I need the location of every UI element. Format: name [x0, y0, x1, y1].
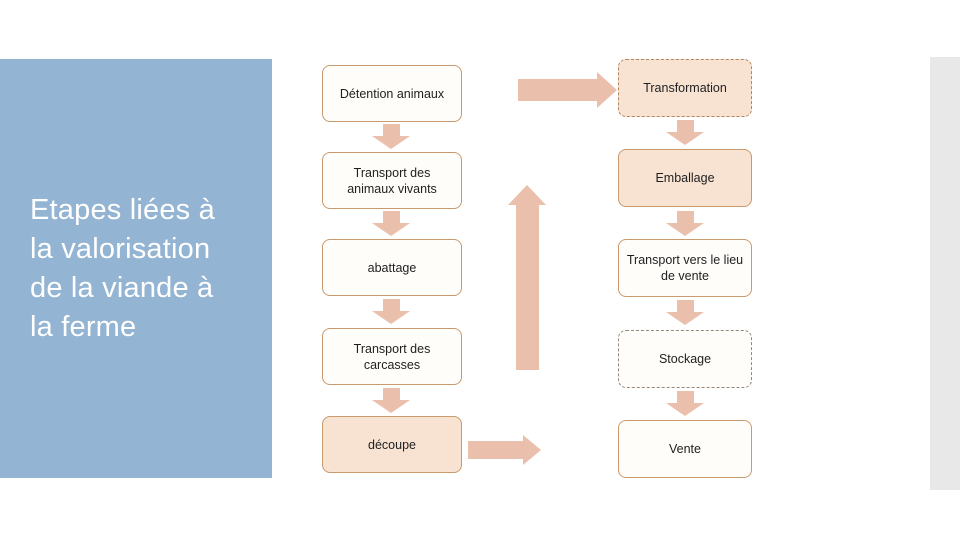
page-title-line: la valorisation: [30, 232, 211, 265]
flow-box-label: Transformation: [643, 81, 727, 95]
down-arrow-icon: [372, 124, 410, 149]
page-title-line: de la viande à: [30, 271, 214, 304]
down-arrow-icon: [666, 120, 704, 145]
flow-box-transformation: Transformation: [618, 59, 752, 117]
right-edge-decoration: [930, 57, 960, 490]
flow-box-label: Transport des animaux vivants: [347, 165, 437, 196]
flow-box-stockage: Stockage: [618, 330, 752, 388]
flow-box-transport-vers-lieu-vente: Transport vers le lieu de vente: [618, 239, 752, 297]
flow-box-label: Vente: [669, 442, 701, 456]
page-title-line: Etapes liées à: [30, 193, 215, 226]
down-arrow-icon: [372, 299, 410, 324]
flow-box-label: Stockage: [658, 352, 712, 366]
page-title: Etapes liées à la valorisation de la via…: [30, 191, 272, 347]
down-arrow-icon: [666, 300, 704, 325]
flow-box-label: Transport vers le lieu de vente: [626, 253, 744, 283]
down-arrow-icon: [372, 211, 410, 236]
flow-box-abattage: abattage: [322, 239, 462, 296]
page-title-line: la ferme: [30, 310, 137, 343]
flow-box-label: découpe: [368, 437, 416, 452]
up-arrow-middle-icon: [508, 185, 546, 370]
flow-box-label: Détention animaux: [339, 86, 445, 101]
flow-box-vente: Vente: [618, 420, 752, 478]
flow-box-label: Transport des carcasses: [353, 341, 431, 372]
flow-box-label: abattage: [367, 260, 417, 275]
flow-box-transport-animaux-vivants: Transport des animaux vivants: [322, 152, 462, 209]
flow-box-label: Emballage: [655, 171, 715, 185]
flow-box-emballage: Emballage: [618, 149, 752, 207]
title-panel: Etapes liées à la valorisation de la via…: [0, 59, 272, 478]
down-arrow-icon: [666, 391, 704, 416]
right-arrow-bottom-icon: [468, 435, 541, 465]
flow-box-detention-animaux: Détention animaux: [322, 65, 462, 122]
flow-box-transport-carcasses: Transport des carcasses: [322, 328, 462, 385]
down-arrow-icon: [666, 211, 704, 236]
right-arrow-top-icon: [518, 72, 617, 108]
down-arrow-icon: [372, 388, 410, 413]
flow-box-decoupe: découpe: [322, 416, 462, 473]
